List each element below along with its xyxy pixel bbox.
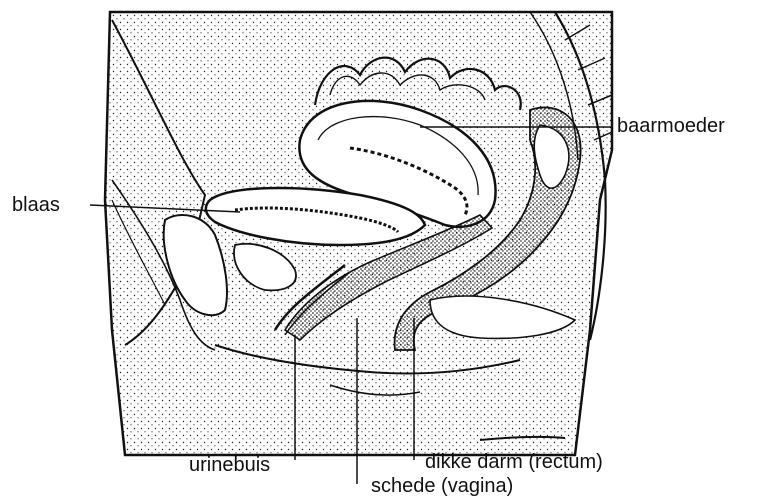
label-blaas: blaas xyxy=(12,195,60,215)
label-schede: schede (vagina) xyxy=(371,476,513,496)
label-urinebuis: urinebuis xyxy=(189,455,270,475)
label-baarmoeder: baarmoeder xyxy=(617,116,725,136)
label-dikke-darm: dikke darm (rectum) xyxy=(425,452,603,472)
